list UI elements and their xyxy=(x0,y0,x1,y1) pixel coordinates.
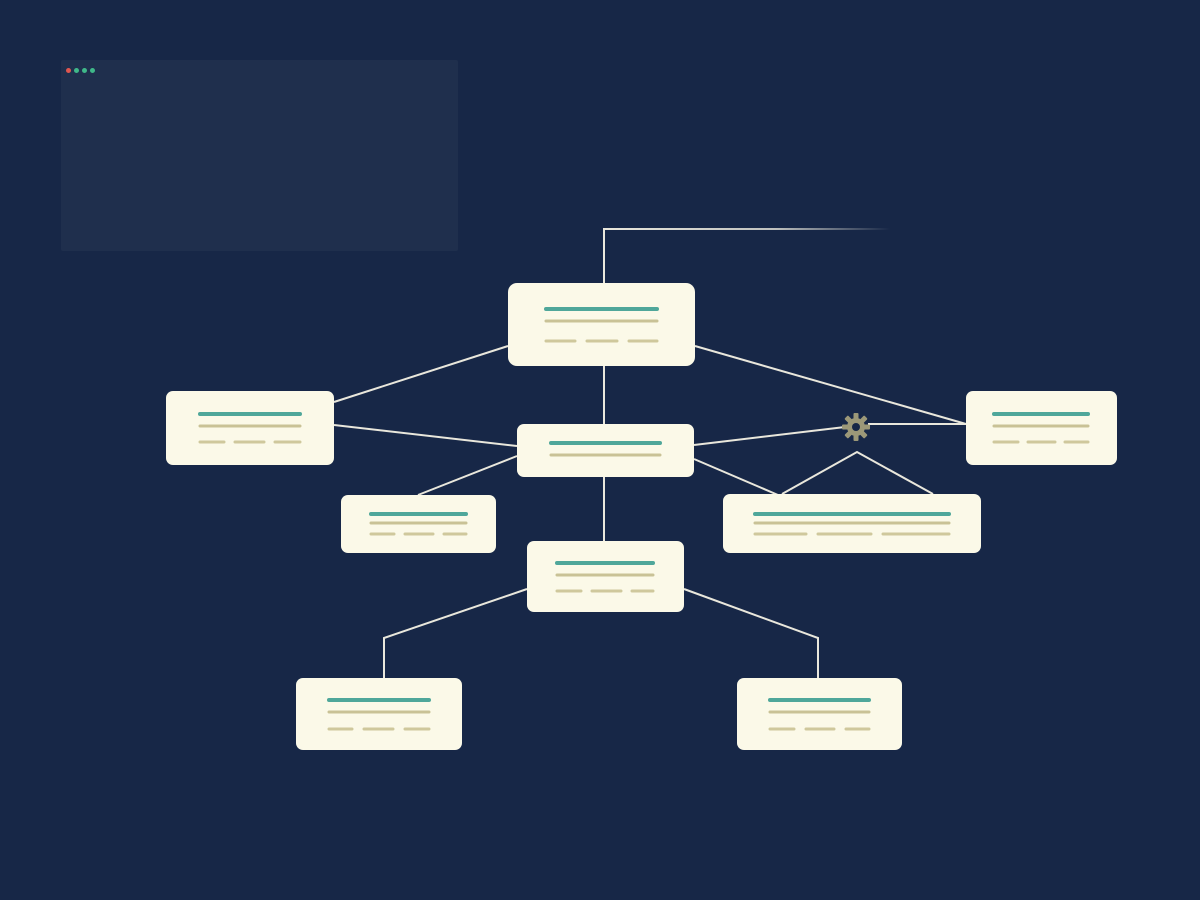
node-left[interactable] xyxy=(166,391,334,465)
close-dot[interactable] xyxy=(66,68,71,73)
maximize-dot[interactable] xyxy=(82,68,87,73)
node-top[interactable] xyxy=(508,283,695,366)
edges xyxy=(333,228,967,678)
edge-center-to-gear xyxy=(693,426,846,446)
minimize-dot[interactable] xyxy=(74,68,79,73)
edge-top-to-left xyxy=(333,345,509,403)
node-bottom-right[interactable] xyxy=(737,678,902,750)
node-right[interactable] xyxy=(966,391,1117,465)
gear-icon[interactable] xyxy=(842,413,870,441)
edge-lower-to-bottomright xyxy=(683,588,819,678)
edge-center-to-midleft xyxy=(417,455,518,496)
edge-center-to-wide xyxy=(693,458,779,496)
node-lower[interactable] xyxy=(527,541,684,612)
window-controls xyxy=(66,68,95,73)
edge-left-to-center xyxy=(333,424,518,447)
node-mid-left[interactable] xyxy=(341,495,496,553)
extra-dot[interactable] xyxy=(90,68,95,73)
edge-top-exit xyxy=(603,228,890,283)
node-bottom-left[interactable] xyxy=(296,678,462,750)
window-panel xyxy=(61,60,458,251)
edge-wide-peak xyxy=(781,450,934,495)
edge-top-to-right xyxy=(694,345,967,425)
edge-lower-to-bottomleft xyxy=(383,588,528,678)
node-wide[interactable] xyxy=(723,494,981,553)
node-center[interactable] xyxy=(517,424,694,477)
